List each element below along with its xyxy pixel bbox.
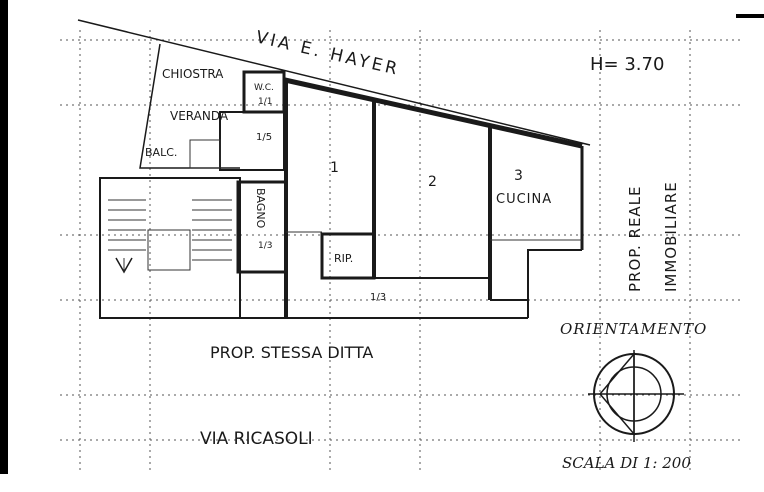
label-chiostra: CHIOSTRA bbox=[162, 67, 224, 81]
label-room-3: 3 bbox=[514, 168, 523, 184]
label-street-bottom: VIA RICASOLI bbox=[200, 429, 313, 449]
label-neighbor-right-1: PROP. REALE bbox=[626, 185, 644, 292]
street-line-top bbox=[77, 19, 591, 146]
label-room-1: 1 bbox=[330, 160, 339, 176]
label-neighbor-right-2: IMMOBILIARE bbox=[662, 181, 680, 292]
label-wc: W.C. bbox=[254, 83, 274, 93]
label-bagno: BAGNO bbox=[254, 188, 267, 229]
label-veranda: VERANDA bbox=[170, 109, 229, 123]
scan-border-top-right bbox=[736, 14, 764, 18]
label-neighbor-bottom: PROP. STESSA DITTA bbox=[210, 343, 373, 362]
label-cucina: CUCINA bbox=[496, 192, 552, 207]
building-outline bbox=[99, 43, 584, 319]
label-rip: RIP. bbox=[334, 252, 353, 265]
scan-border-left bbox=[0, 0, 8, 492]
label-bagno-height: 1/3 bbox=[258, 241, 272, 251]
label-veranda-height: 1/5 bbox=[256, 132, 272, 143]
scan-border-bottom bbox=[0, 474, 764, 492]
label-room-2: 2 bbox=[428, 174, 437, 190]
label-balc: BALC. bbox=[145, 146, 177, 159]
label-corridor-height: 1/3 bbox=[370, 292, 386, 303]
scale-label: SCALA DI 1: 200 bbox=[562, 454, 691, 472]
compass-icon bbox=[588, 350, 684, 442]
orientation-label: ORIENTAMENTO bbox=[560, 320, 707, 338]
label-wc-height: 1/1 bbox=[258, 97, 272, 107]
height-note: H= 3.70 bbox=[590, 54, 664, 75]
